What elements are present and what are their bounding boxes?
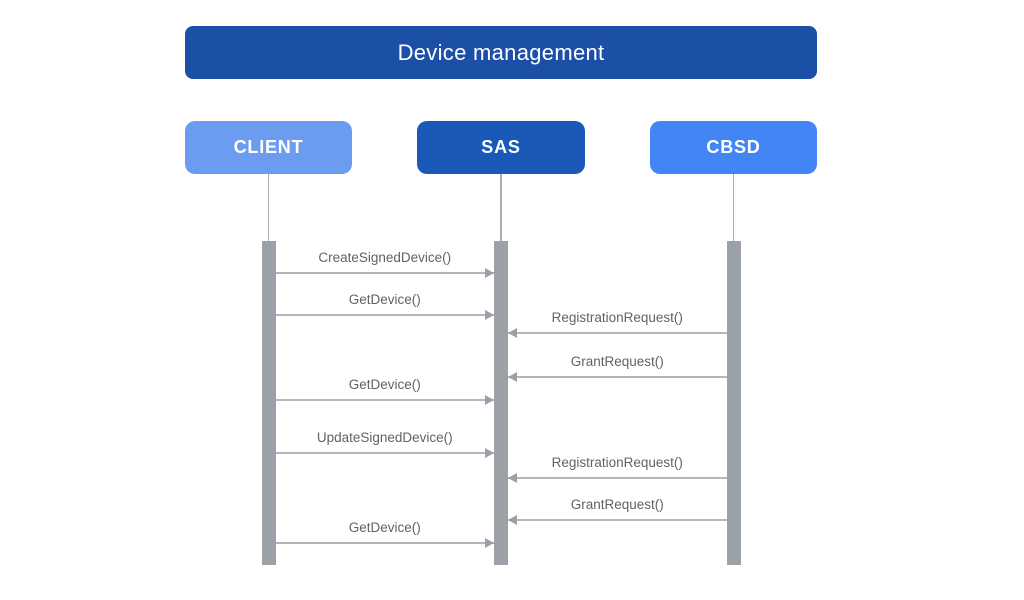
actor-box-client: CLIENT [185,121,352,174]
message-label-5: UpdateSignedDevice() [316,430,453,445]
message-line-4 [275,399,494,401]
message-line-6 [508,477,727,479]
message-line-2 [508,332,727,334]
arrowhead-icon [508,328,517,338]
message-label-2: RegistrationRequest() [551,310,683,325]
lifeline-cbsd [732,174,735,241]
lifeline-sas [500,174,502,241]
actor-label-client: CLIENT [233,137,304,157]
activation-bar-cbsd [726,241,741,565]
message-line-3 [508,376,727,378]
arrowhead-icon [485,538,494,548]
actor-label-sas: SAS [481,137,521,157]
arrowhead-icon [485,448,494,458]
message-label-6: RegistrationRequest() [551,455,683,470]
message-line-5 [275,452,494,454]
actor-box-cbsd: CBSD [650,121,817,174]
message-line-0 [275,272,494,274]
diagram-title: Device management [397,39,605,65]
activation-bar-sas [494,241,508,565]
message-label-3: GrantRequest() [570,354,664,369]
arrowhead-icon [485,268,494,278]
lifeline-client [267,174,270,241]
activation-bar-client [261,241,276,565]
arrowhead-icon [508,515,517,525]
message-label-8: GetDevice() [348,520,421,535]
actor-box-sas: SAS [417,121,585,174]
diagram-title-banner: Device management [185,26,817,79]
arrowhead-icon [508,372,517,382]
message-label-1: GetDevice() [348,292,421,307]
message-label-0: CreateSignedDevice() [318,250,452,265]
message-label-7: GrantRequest() [570,497,664,512]
message-line-8 [275,542,494,544]
message-line-1 [275,314,494,316]
arrowhead-icon [485,310,494,320]
arrowhead-icon [485,395,494,405]
arrowhead-icon [508,473,517,483]
message-line-7 [508,519,727,521]
actor-label-cbsd: CBSD [706,137,761,157]
message-label-4: GetDevice() [348,377,421,392]
